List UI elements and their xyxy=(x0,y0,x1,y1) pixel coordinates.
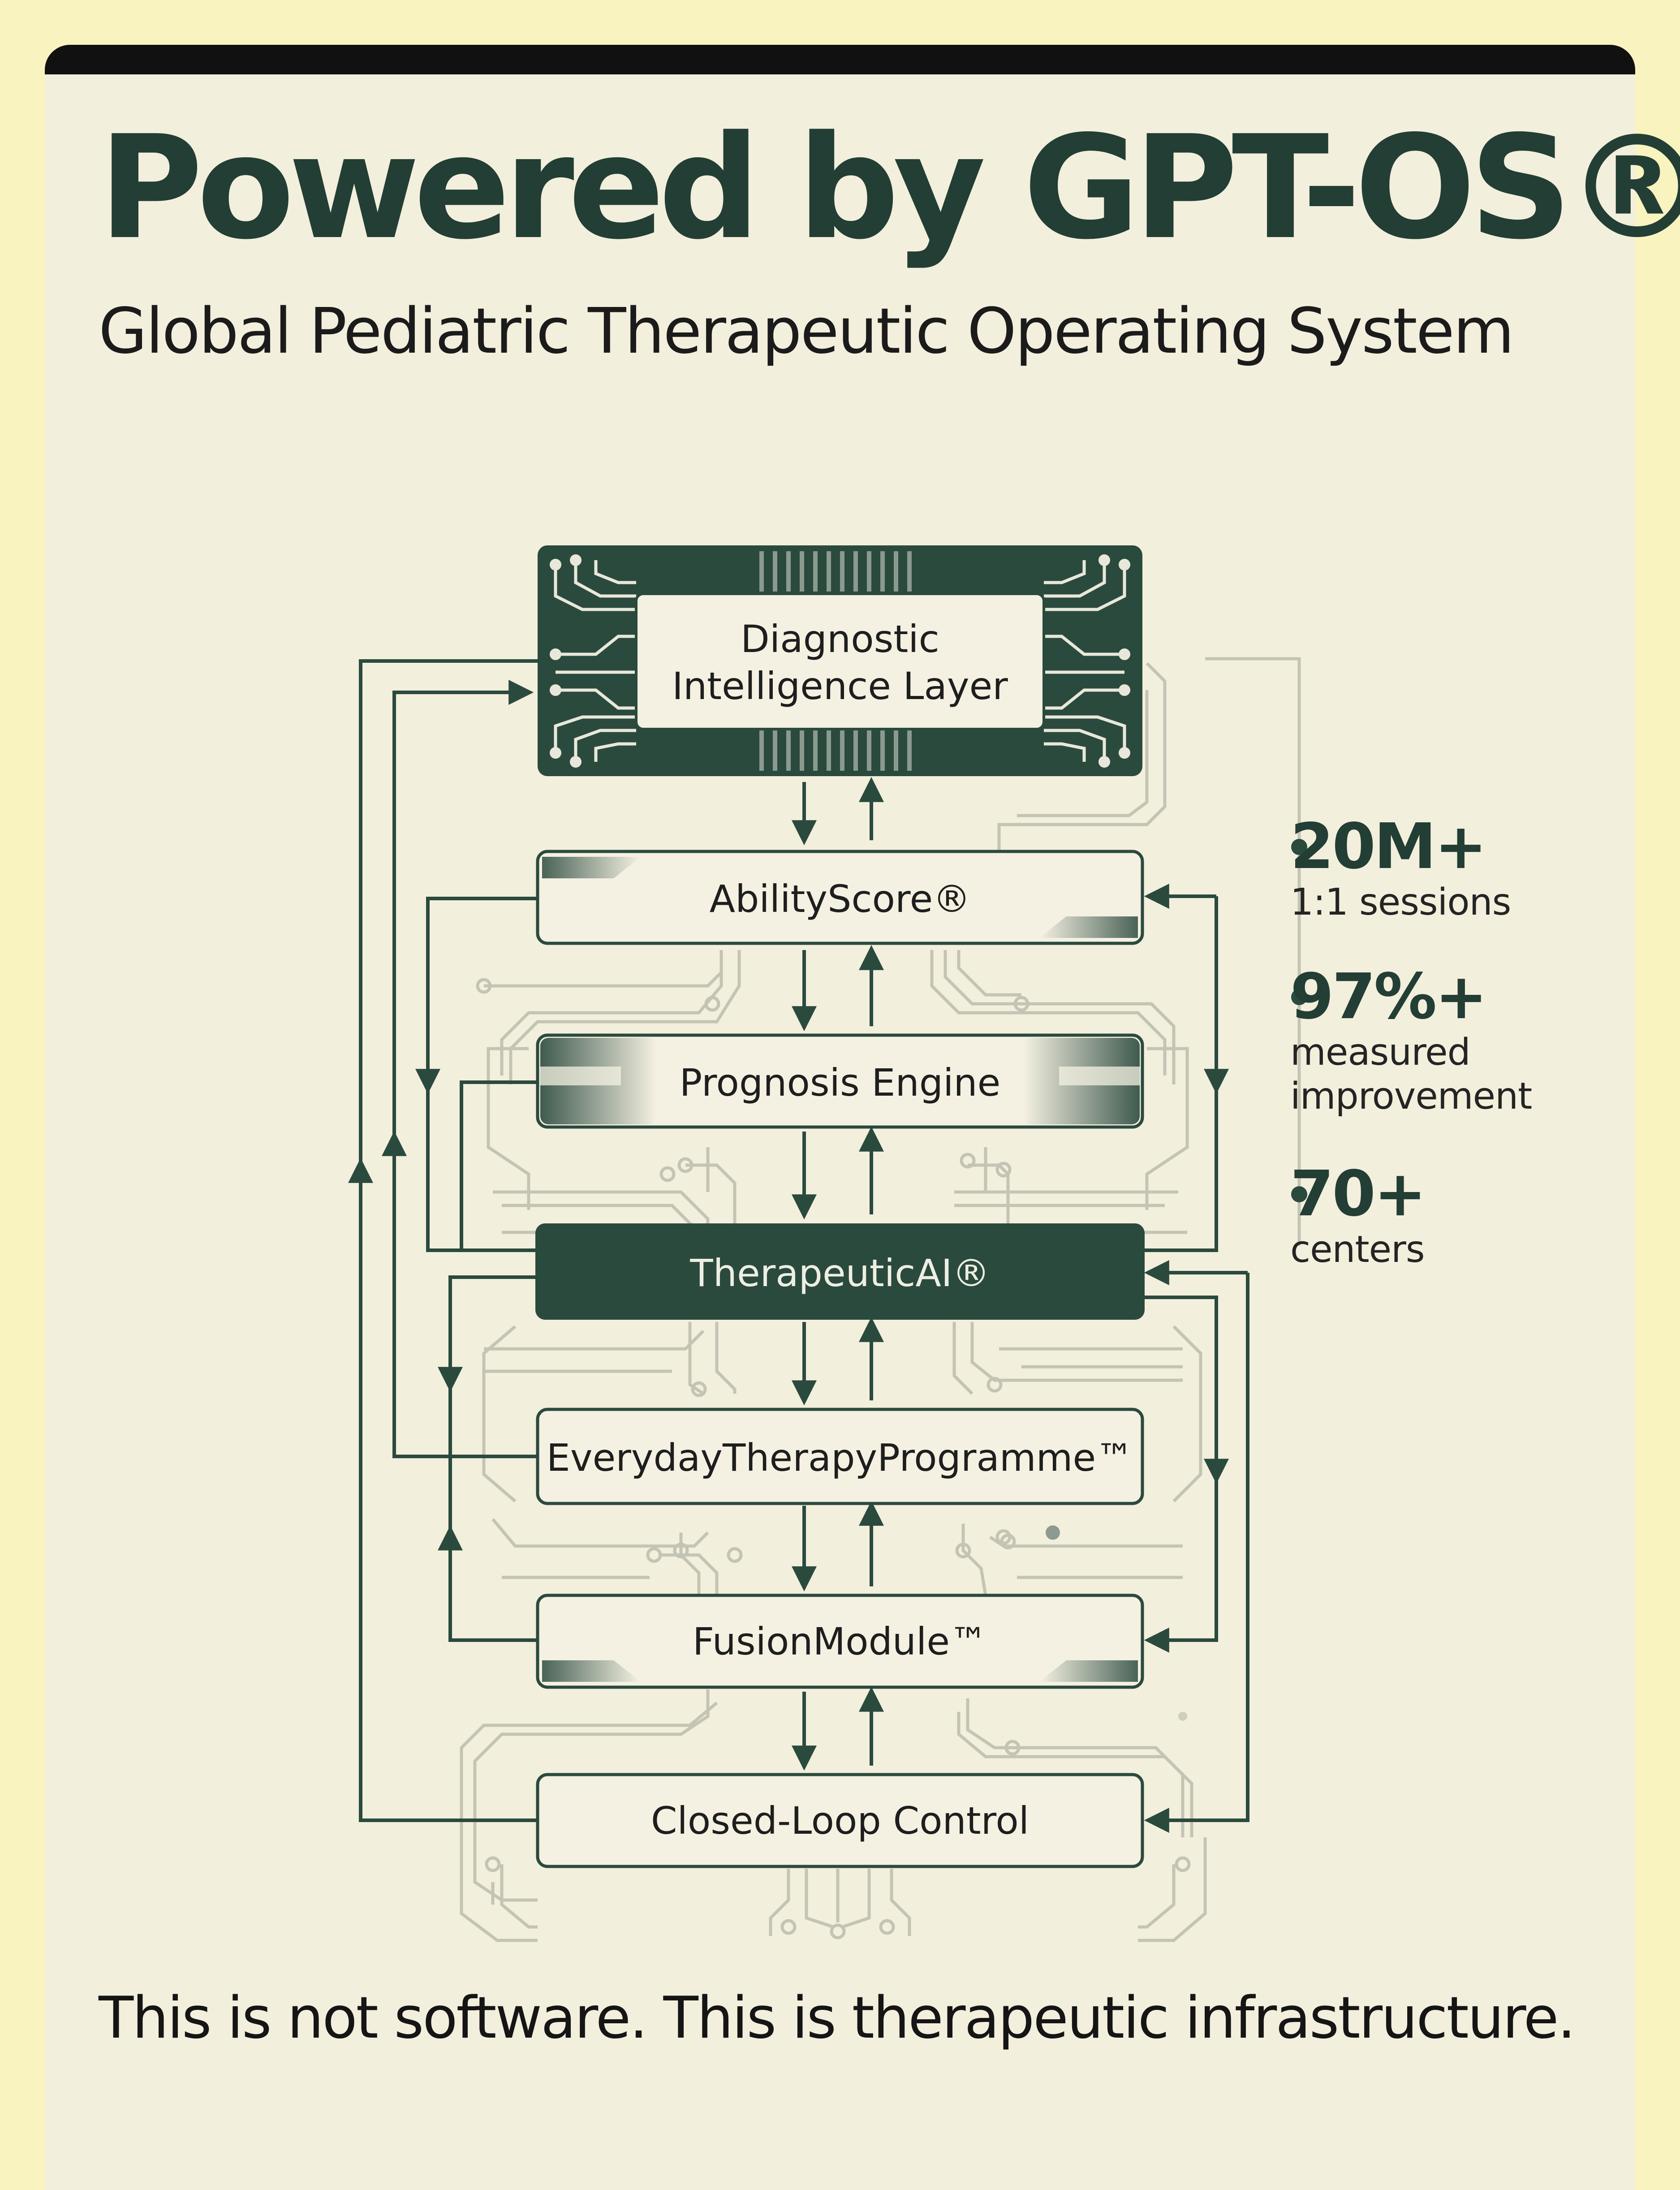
flow-connectors xyxy=(348,659,1249,1833)
layer-closedloop-label: Closed-Loop Control xyxy=(651,1799,1029,1843)
layer-therapeuticai-label: TherapeuticAI® xyxy=(689,1251,990,1295)
layer-diagnostic-line1: Diagnostic xyxy=(741,617,939,661)
layer-everyday-label: EverydayTherapyProgramme™ xyxy=(547,1436,1133,1480)
layer-closed-loop-control: Closed-Loop Control xyxy=(536,1773,1144,1868)
stats-bracket xyxy=(1291,659,1307,1246)
stat-improvement-value: 97%+ xyxy=(1290,960,1487,1033)
stat-improvement-label-line2: improvement xyxy=(1290,1075,1532,1118)
stat-sessions-label: 1:1 sessions xyxy=(1290,881,1511,924)
tagline: This is not software. This is therapeuti… xyxy=(99,1985,1576,2052)
layer-abilityscore-label: AbilityScore® xyxy=(710,877,971,921)
page-title: Powered by GPT-OS® xyxy=(99,105,1680,271)
stat-centers-label: centers xyxy=(1290,1228,1425,1271)
layer-diagnostic-intelligence: Diagnostic Intelligence Layer xyxy=(538,545,1142,776)
layer-everyday-therapy-programme: EverydayTherapyProgramme™ xyxy=(536,1408,1144,1505)
layer-prognosis-label: Prognosis Engine xyxy=(680,1061,1001,1105)
layer-fusionmodule: FusionModule™ xyxy=(536,1594,1144,1689)
layer-prognosis-engine: Prognosis Engine xyxy=(536,1033,1144,1129)
layer-therapeuticai: TherapeuticAI® xyxy=(535,1223,1145,1320)
layer-abilityscore: AbilityScore® xyxy=(536,850,1144,945)
stat-improvement-label-line1: measured xyxy=(1290,1031,1471,1074)
layer-diagnostic-line2: Intelligence Layer xyxy=(672,664,1008,708)
page-subtitle: Global Pediatric Therapeutic Operating S… xyxy=(99,295,1514,368)
stat-centers-value: 70+ xyxy=(1290,1158,1426,1231)
layer-fusionmodule-label: FusionModule™ xyxy=(693,1620,987,1663)
stat-sessions-value: 20M+ xyxy=(1290,810,1487,883)
